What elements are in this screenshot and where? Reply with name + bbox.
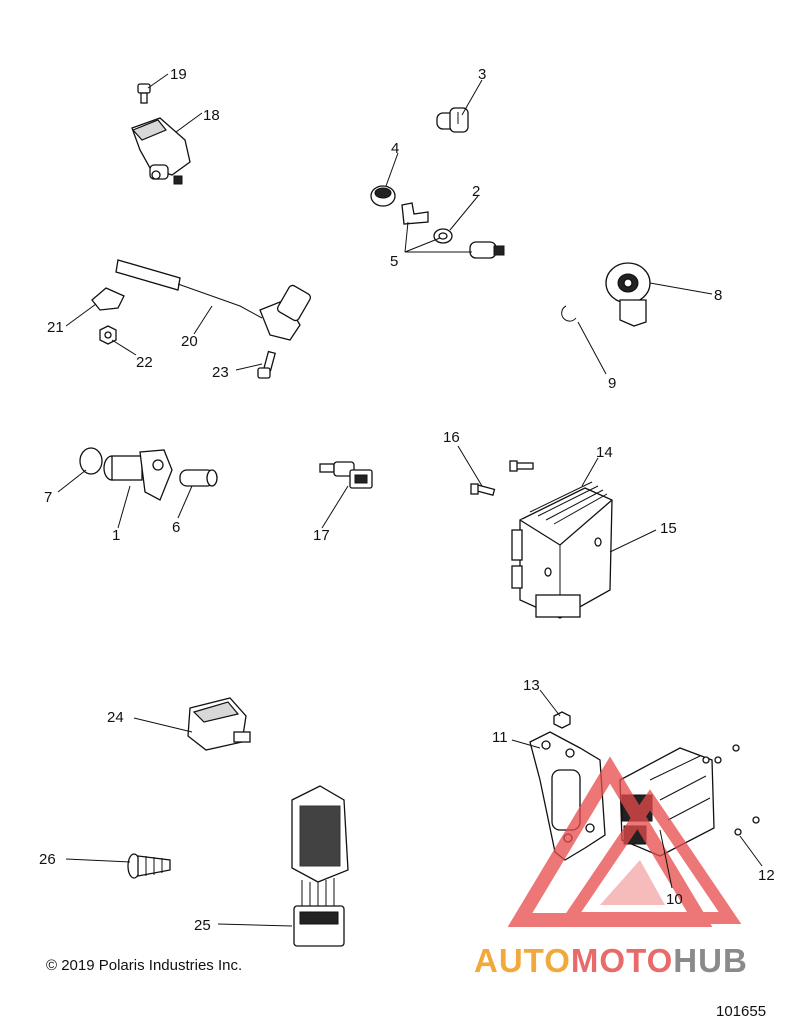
part-9-ring [561, 305, 577, 322]
callout-4: 4 [391, 140, 399, 157]
watermark-part-2: MOTO [570, 942, 674, 979]
callout-18: 18 [203, 107, 220, 124]
part-21-clamp [91, 287, 125, 311]
callout-20: 20 [181, 333, 198, 350]
part-15-module [511, 487, 613, 619]
figure-number: 101655 [716, 1003, 767, 1020]
callout-3: 3 [478, 66, 486, 83]
callout-labels: 19 18 3 4 2 5 8 9 21 20 22 23 7 1 6 17 1… [39, 66, 775, 934]
copyright-notice: © 2019 Polaris Industries Inc. [46, 957, 243, 974]
watermark-part-1: AUTO [474, 942, 571, 979]
part-8-knock-sensor [605, 262, 651, 327]
part-13-nut [553, 711, 571, 729]
callout-23: 23 [212, 364, 229, 381]
part-24-switch [187, 697, 251, 751]
callout-22: 22 [136, 354, 153, 371]
callout-21: 21 [47, 319, 64, 336]
part-25-connector [291, 785, 349, 947]
callout-1: 1 [112, 527, 120, 544]
watermark-part-3: HUB [673, 942, 748, 979]
part-26-screw [127, 853, 171, 879]
part-11-bracket [529, 731, 606, 861]
callout-12: 12 [758, 867, 775, 884]
callout-11: 11 [492, 729, 508, 746]
part-23-bolt [257, 350, 276, 379]
callout-9: 9 [608, 375, 616, 392]
callout-14: 14 [596, 444, 613, 461]
callout-17: 17 [313, 527, 330, 544]
callout-2: 2 [472, 183, 480, 200]
part-17-temp-sensor [319, 461, 373, 489]
callout-10: 10 [666, 891, 683, 908]
part-22-nut [99, 325, 117, 345]
callout-26: 26 [39, 851, 56, 868]
part-5-clip-and-sensor [401, 202, 505, 259]
callout-19: 19 [170, 66, 187, 83]
part-4-cap [370, 185, 396, 207]
part-14-heatsink-fins [529, 481, 608, 525]
part-6-pin [179, 469, 218, 487]
watermark-logo-triangle [507, 756, 742, 927]
callout-5: 5 [390, 253, 398, 270]
part-12-screws [702, 744, 760, 836]
callout-25: 25 [194, 917, 211, 934]
callout-13: 13 [523, 677, 540, 694]
callout-24: 24 [107, 709, 124, 726]
callout-15: 15 [660, 520, 677, 537]
callout-7: 7 [44, 489, 52, 506]
part-1-cam-sensor [103, 449, 173, 501]
watermark-text: AUTOMOTOHUB [474, 942, 748, 980]
callout-6: 6 [172, 519, 180, 536]
part-3-plug [436, 107, 469, 133]
part-20-crank-sensor [115, 259, 312, 341]
callout-8: 8 [714, 287, 722, 304]
part-16-screws [470, 460, 534, 497]
part-19-bolt [137, 83, 151, 104]
part-18-map-sensor [131, 117, 191, 185]
part-2-washer [433, 228, 453, 244]
callout-16: 16 [443, 429, 460, 446]
part-7-o-ring [79, 447, 103, 475]
leader-lines [57, 73, 763, 927]
